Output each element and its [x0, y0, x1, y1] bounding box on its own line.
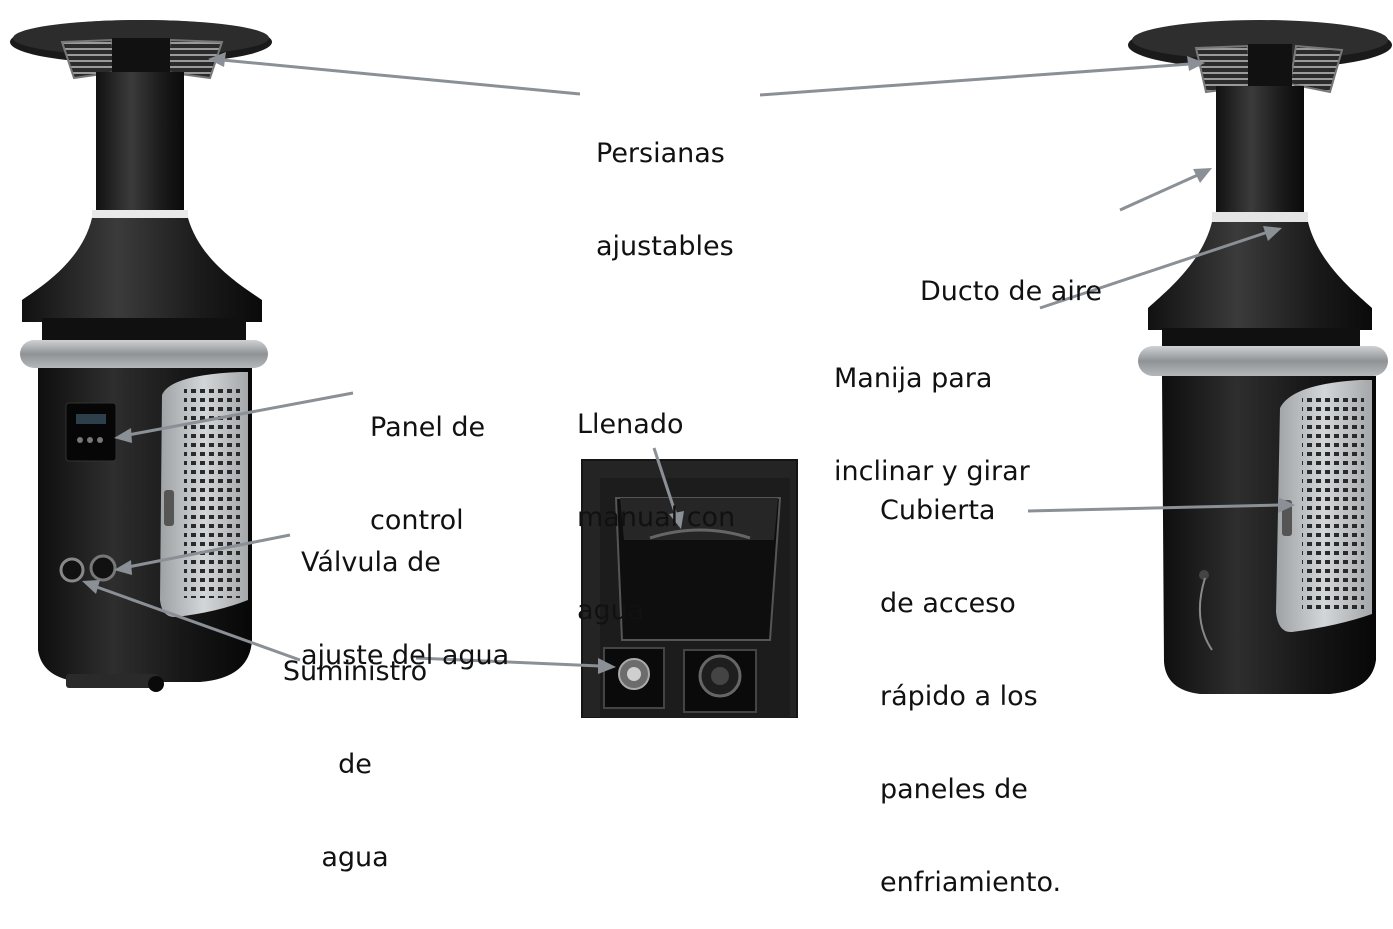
right-air-duct: [1216, 86, 1304, 218]
leader-persianas-left: [221, 58, 581, 96]
leader-manija: [1039, 230, 1269, 310]
label-persianas: Persianas ajustables: [596, 76, 734, 293]
label-cubierta: Cubierta de acceso rápido a los paneles …: [880, 433, 1061, 929]
label-suministro-line2: de: [338, 749, 372, 780]
leader-lines: [82, 52, 1295, 674]
right-handle-ring: [1138, 346, 1388, 376]
label-llenado: Llenado manual con agua: [577, 347, 735, 657]
diagram-canvas: [10, 20, 1392, 718]
leader-cubierta: [1027, 503, 1281, 513]
label-ducto-line1: Ducto de aire: [920, 276, 1102, 307]
left-hood: [22, 218, 262, 322]
label-valvula: Válvula de ajuste del agua: [301, 485, 509, 702]
left-cooler-unit: [10, 20, 272, 692]
manual-fill-inset: [581, 459, 798, 718]
label-panel-control-line1: Panel de: [370, 412, 486, 443]
label-ducto: Ducto de aire: [920, 214, 1102, 338]
left-control-panel-device: [65, 402, 117, 462]
label-valvula-line1: Válvula de: [301, 547, 441, 578]
leader-suministro-left: [93, 584, 301, 662]
right-louver-right: [1288, 44, 1344, 94]
left-handle-ring: [20, 340, 268, 368]
left-water-inlet: [59, 557, 85, 583]
label-suministro-line3: agua: [321, 842, 389, 873]
label-cubierta-line2: de acceso: [880, 588, 1016, 619]
label-panel-control-line2: control: [370, 505, 464, 536]
right-hood: [1148, 222, 1372, 330]
label-persianas-line1: Persianas: [596, 138, 725, 169]
right-louver-left: [1194, 44, 1254, 94]
label-llenado-line1: Llenado: [577, 409, 684, 440]
leader-suministro-inset: [415, 656, 601, 668]
label-manija-line1: Manija para: [834, 363, 993, 394]
label-manija: Manija para inclinar y girar: [834, 301, 1030, 518]
label-manija-line2: inclinar y girar: [834, 456, 1030, 487]
label-llenado-line3: agua: [577, 595, 645, 626]
right-cooler-unit: [1128, 20, 1392, 694]
label-suministro-line1: Suministro: [282, 656, 428, 687]
label-cubierta-line4: paneles de: [880, 774, 1028, 805]
label-persianas-line2: ajustables: [596, 231, 734, 262]
leader-valvula: [127, 533, 291, 569]
leader-llenado: [652, 447, 678, 516]
label-llenado-line2: manual con: [577, 502, 736, 533]
leader-persianas-right: [759, 62, 1191, 97]
left-water-valve: [89, 554, 117, 582]
label-cubierta-line3: rápido a los: [880, 681, 1038, 712]
leader-ducto: [1119, 172, 1201, 212]
label-cubierta-line1: Cubierta: [880, 495, 996, 526]
label-panel-control: Panel de control: [370, 350, 485, 567]
leader-panel: [127, 391, 354, 437]
label-suministro: Suministro de agua: [262, 594, 448, 904]
label-cubierta-line5: enfriamiento.: [880, 867, 1062, 898]
label-valvula-line2: ajuste del agua: [301, 640, 510, 671]
left-air-duct: [96, 72, 184, 217]
